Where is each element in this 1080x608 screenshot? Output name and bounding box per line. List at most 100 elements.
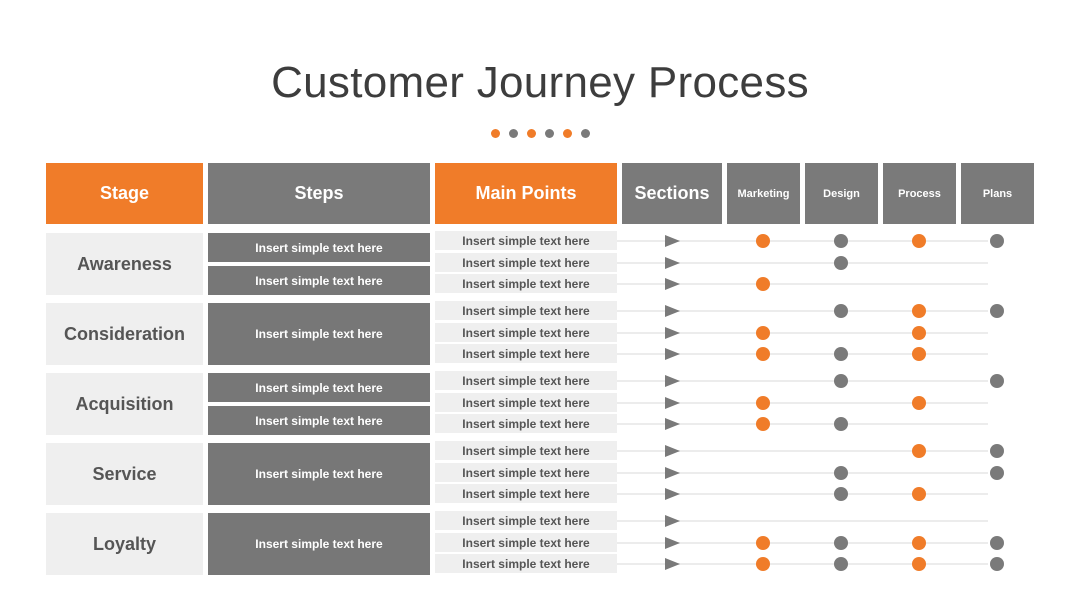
marketing-marker bbox=[756, 277, 770, 291]
row-track-line bbox=[617, 262, 988, 264]
row-track-line bbox=[617, 353, 988, 355]
step-box: Insert simple text here bbox=[208, 443, 430, 505]
row-track-line bbox=[617, 240, 988, 242]
marketing-marker bbox=[756, 234, 770, 248]
play-arrow-icon bbox=[665, 348, 680, 360]
main-point: Insert simple text here bbox=[435, 253, 617, 272]
play-arrow-icon bbox=[665, 558, 680, 570]
row-track-line bbox=[617, 380, 988, 382]
row-track-line bbox=[617, 450, 988, 452]
step-box: Insert simple text here bbox=[208, 513, 430, 575]
marketing-marker bbox=[756, 417, 770, 431]
design-marker bbox=[834, 234, 848, 248]
plans-marker bbox=[990, 304, 1004, 318]
process-marker bbox=[912, 536, 926, 550]
design-marker bbox=[834, 304, 848, 318]
design-marker bbox=[834, 374, 848, 388]
main-point: Insert simple text here bbox=[435, 511, 617, 530]
main-point: Insert simple text here bbox=[435, 323, 617, 342]
title-decoration-dots bbox=[0, 129, 1080, 139]
process-marker bbox=[912, 304, 926, 318]
row-track-line bbox=[617, 520, 988, 522]
main-point: Insert simple text here bbox=[435, 274, 617, 293]
stage-label: Loyalty bbox=[46, 513, 203, 575]
row-track-line bbox=[617, 332, 988, 334]
main-point: Insert simple text here bbox=[435, 344, 617, 363]
main-point: Insert simple text here bbox=[435, 554, 617, 573]
row-track-line bbox=[617, 310, 988, 312]
plans-marker bbox=[990, 466, 1004, 480]
step-box: Insert simple text here bbox=[208, 373, 430, 402]
marketing-marker bbox=[756, 326, 770, 340]
play-arrow-icon bbox=[665, 257, 680, 269]
step-box: Insert simple text here bbox=[208, 266, 430, 295]
row-track-line bbox=[617, 423, 988, 425]
play-arrow-icon bbox=[665, 327, 680, 339]
marketing-marker bbox=[756, 557, 770, 571]
stage-label: Consideration bbox=[46, 303, 203, 365]
decoration-dot bbox=[508, 129, 518, 138]
process-marker bbox=[912, 557, 926, 571]
design-marker bbox=[834, 536, 848, 550]
design-marker bbox=[834, 557, 848, 571]
play-arrow-icon bbox=[665, 445, 680, 457]
plans-marker bbox=[990, 557, 1004, 571]
play-arrow-icon bbox=[665, 537, 680, 549]
design-marker bbox=[834, 466, 848, 480]
main-point: Insert simple text here bbox=[435, 533, 617, 552]
process-marker bbox=[912, 234, 926, 248]
play-arrow-icon bbox=[665, 467, 680, 479]
play-arrow-icon bbox=[665, 375, 680, 387]
row-track-line bbox=[617, 283, 988, 285]
main-point: Insert simple text here bbox=[435, 301, 617, 320]
header-design: Design bbox=[805, 163, 878, 224]
process-marker bbox=[912, 396, 926, 410]
row-track-line bbox=[617, 402, 988, 404]
row-track-line bbox=[617, 563, 988, 565]
design-marker bbox=[834, 256, 848, 270]
decoration-dot bbox=[526, 129, 536, 138]
decoration-dot bbox=[490, 129, 500, 138]
play-arrow-icon bbox=[665, 305, 680, 317]
process-marker bbox=[912, 347, 926, 361]
process-marker bbox=[912, 326, 926, 340]
row-track-line bbox=[617, 493, 988, 495]
main-point: Insert simple text here bbox=[435, 393, 617, 412]
header-plans: Plans bbox=[961, 163, 1034, 224]
play-arrow-icon bbox=[665, 235, 680, 247]
play-arrow-icon bbox=[665, 397, 680, 409]
main-point: Insert simple text here bbox=[435, 463, 617, 482]
play-arrow-icon bbox=[665, 418, 680, 430]
stage-label: Service bbox=[46, 443, 203, 505]
design-marker bbox=[834, 347, 848, 361]
marketing-marker bbox=[756, 396, 770, 410]
play-arrow-icon bbox=[665, 515, 680, 527]
plans-marker bbox=[990, 444, 1004, 458]
stage-label: Awareness bbox=[46, 233, 203, 295]
marketing-marker bbox=[756, 536, 770, 550]
process-marker bbox=[912, 487, 926, 501]
row-track-line bbox=[617, 542, 988, 544]
plans-marker bbox=[990, 234, 1004, 248]
decoration-dot bbox=[562, 129, 572, 138]
design-marker bbox=[834, 487, 848, 501]
stage-label: Acquisition bbox=[46, 373, 203, 435]
main-point: Insert simple text here bbox=[435, 414, 617, 433]
header-marketing: Marketing bbox=[727, 163, 800, 224]
plans-marker bbox=[990, 536, 1004, 550]
main-point: Insert simple text here bbox=[435, 441, 617, 460]
plans-marker bbox=[990, 374, 1004, 388]
marketing-marker bbox=[756, 347, 770, 361]
main-point: Insert simple text here bbox=[435, 484, 617, 503]
step-box: Insert simple text here bbox=[208, 233, 430, 262]
row-track-line bbox=[617, 472, 988, 474]
design-marker bbox=[834, 417, 848, 431]
header-main-points: Main Points bbox=[435, 163, 617, 224]
page-title: Customer Journey Process bbox=[271, 58, 809, 107]
step-box: Insert simple text here bbox=[208, 303, 430, 365]
decoration-dot bbox=[544, 129, 554, 138]
main-point: Insert simple text here bbox=[435, 371, 617, 390]
header-stage: Stage bbox=[46, 163, 203, 224]
step-box: Insert simple text here bbox=[208, 406, 430, 435]
main-point: Insert simple text here bbox=[435, 231, 617, 250]
